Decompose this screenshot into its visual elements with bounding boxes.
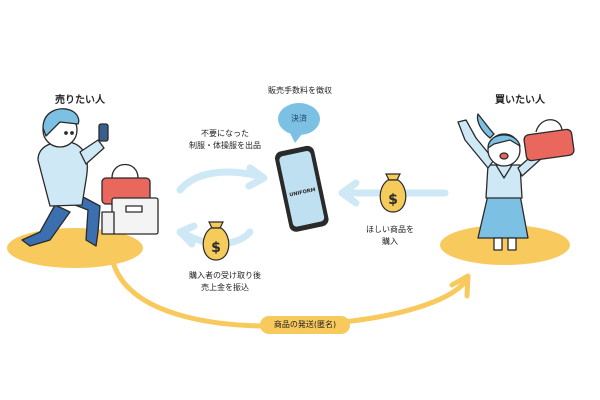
listing-arrow — [176, 168, 262, 194]
smartphone: UNIFORM — [274, 145, 329, 232]
dollar-icon: $ — [211, 240, 221, 256]
buyer-bag — [523, 119, 575, 162]
payment-label: 決済 — [291, 114, 307, 123]
purchase-arrowhead — [338, 179, 360, 207]
payout-label: 購入者の受け取り後 売上金を振込 — [189, 271, 261, 292]
listing-arrowhead — [245, 164, 268, 190]
seller-label: 売りたい人 — [55, 95, 105, 106]
phone-logo: UNIFORM — [289, 187, 316, 198]
buyer-platform — [440, 225, 570, 265]
purchase-label: ほしい商品を 購入 — [366, 225, 414, 246]
buyer-label: 買いたい人 — [495, 95, 545, 106]
dollar-icon: $ — [388, 192, 398, 208]
money-bag-icon-purchase: $ — [379, 173, 407, 213]
buyer-figure — [457, 113, 551, 251]
seller-bags — [101, 163, 159, 235]
shipping-label-bg — [260, 316, 350, 334]
fee-label: 販売手数料を徴収 — [268, 86, 332, 95]
money-bag-icon-payout: $ — [202, 221, 230, 261]
shipping-label: 商品の発送(匿名) — [273, 320, 337, 329]
payout-arrowhead — [176, 222, 198, 248]
seller-figure — [21, 108, 109, 247]
payment-bubble — [278, 103, 320, 143]
listing-label: 不要になった 制服・体操服を出品 — [189, 129, 261, 150]
shipping-arrowhead — [449, 273, 471, 299]
